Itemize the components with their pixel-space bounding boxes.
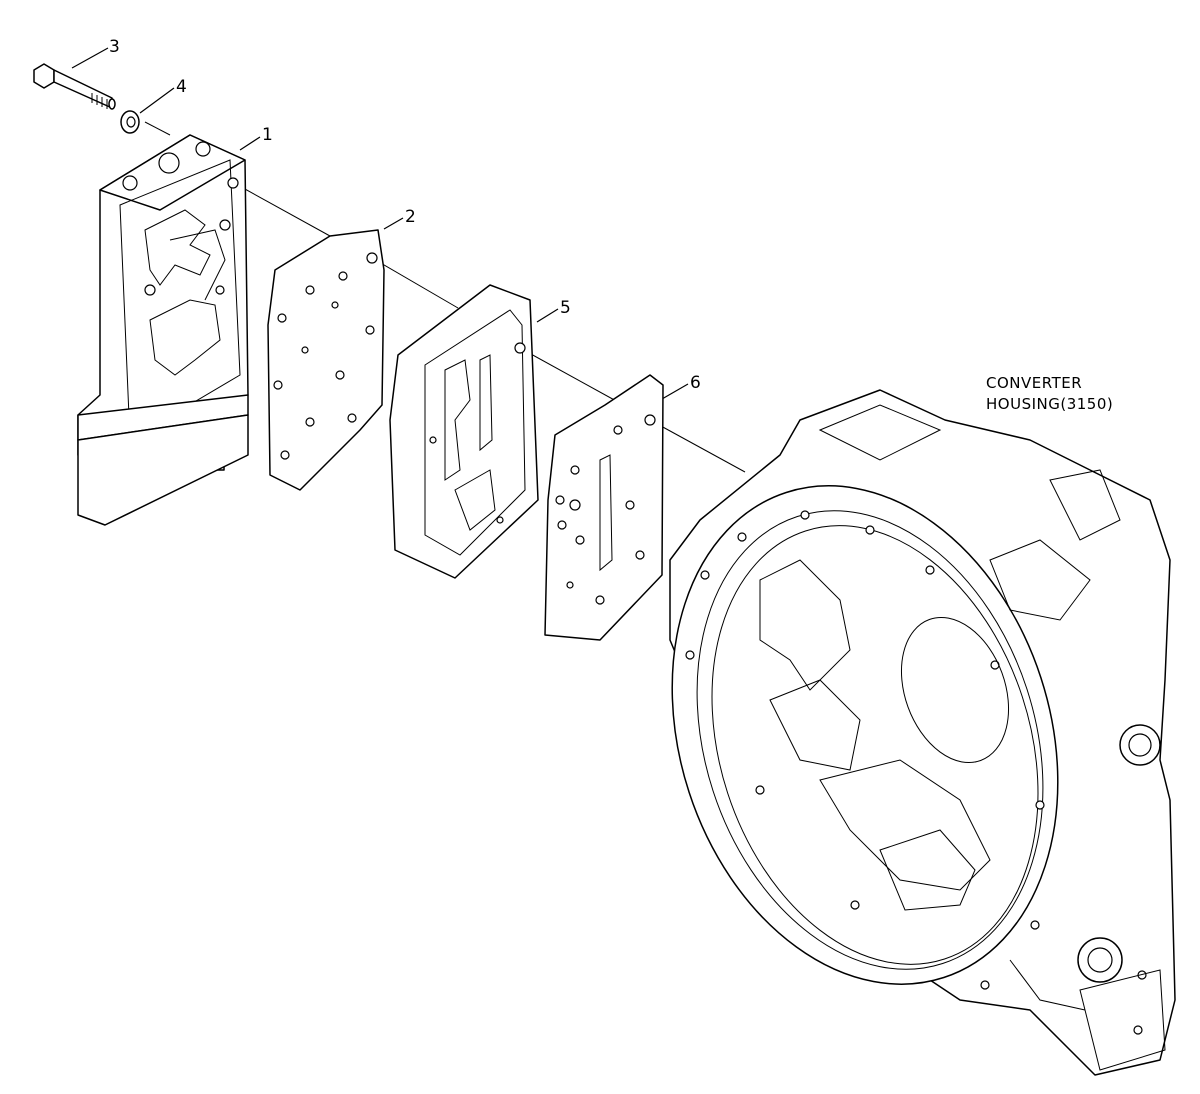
callout-6: 6 bbox=[690, 373, 701, 393]
valve-body-part-1 bbox=[77, 134, 249, 526]
housing-label-line1: CONVERTER bbox=[986, 374, 1082, 392]
housing-label-line2: HOUSING(3150) bbox=[986, 395, 1113, 413]
washer-part-4 bbox=[120, 110, 140, 134]
separator-plate-part-5 bbox=[389, 284, 539, 579]
callout-4: 4 bbox=[176, 77, 187, 97]
callout-5: 5 bbox=[560, 298, 571, 318]
gasket-part-2 bbox=[267, 229, 385, 491]
callout-1: 1 bbox=[262, 125, 273, 145]
gasket-part-6 bbox=[544, 374, 664, 641]
callout-2: 2 bbox=[405, 207, 416, 227]
leader-lines bbox=[71, 47, 746, 473]
converter-housing bbox=[669, 389, 1176, 1076]
bolt-part-3 bbox=[33, 63, 116, 110]
callout-3: 3 bbox=[109, 37, 120, 57]
